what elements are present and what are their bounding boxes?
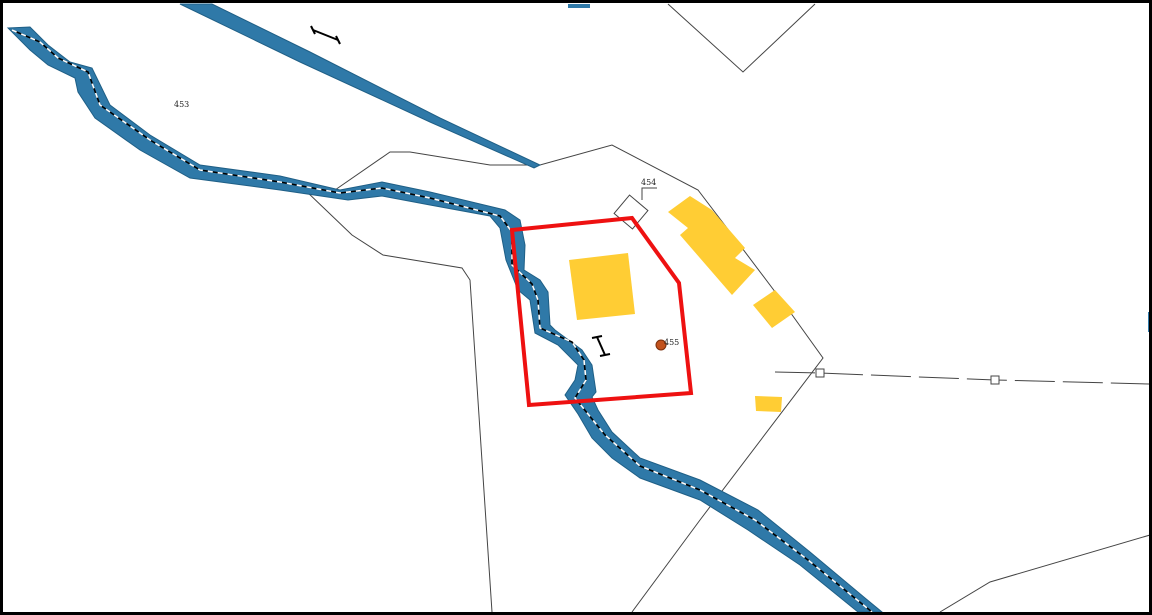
parcel-454-leader [641, 187, 657, 200]
parcel-line-southeast [939, 534, 1149, 612]
building-main[interactable] [569, 253, 635, 320]
boundary-node-2[interactable] [990, 375, 1000, 385]
building-east[interactable] [753, 290, 795, 328]
river-top-mark [568, 4, 590, 8]
bridge-arrow-icon-center [591, 335, 611, 357]
parcel-454-box [613, 194, 649, 230]
parcel-label-454: 454 [641, 178, 656, 187]
point-marker-icon[interactable] [655, 339, 667, 351]
boundary-node-1[interactable] [815, 368, 825, 378]
river-right-mark [1148, 312, 1149, 332]
selected-parcel-outline[interactable] [509, 215, 694, 408]
building-northeast[interactable] [668, 196, 755, 295]
river [6, 3, 1149, 612]
parcel-line-north [334, 144, 824, 612]
river-main-channel [6, 26, 883, 612]
parcel-boundaries [304, 3, 1149, 612]
parcel-label-453: 453 [174, 100, 189, 109]
parcel-line-top [667, 3, 816, 73]
building-small[interactable] [755, 396, 782, 412]
bridge-arrow-icon-top [310, 25, 341, 45]
parcel-label-455: 455 [664, 338, 679, 347]
river-upper-branch [179, 3, 542, 169]
parcel-line-central [304, 189, 493, 612]
map-canvas[interactable]: 453 454 455 [3, 3, 1149, 612]
dashed-boundary [774, 368, 1149, 385]
river-centerline-dash [11, 29, 873, 612]
dashed-line [774, 371, 1149, 385]
buildings [569, 196, 795, 412]
